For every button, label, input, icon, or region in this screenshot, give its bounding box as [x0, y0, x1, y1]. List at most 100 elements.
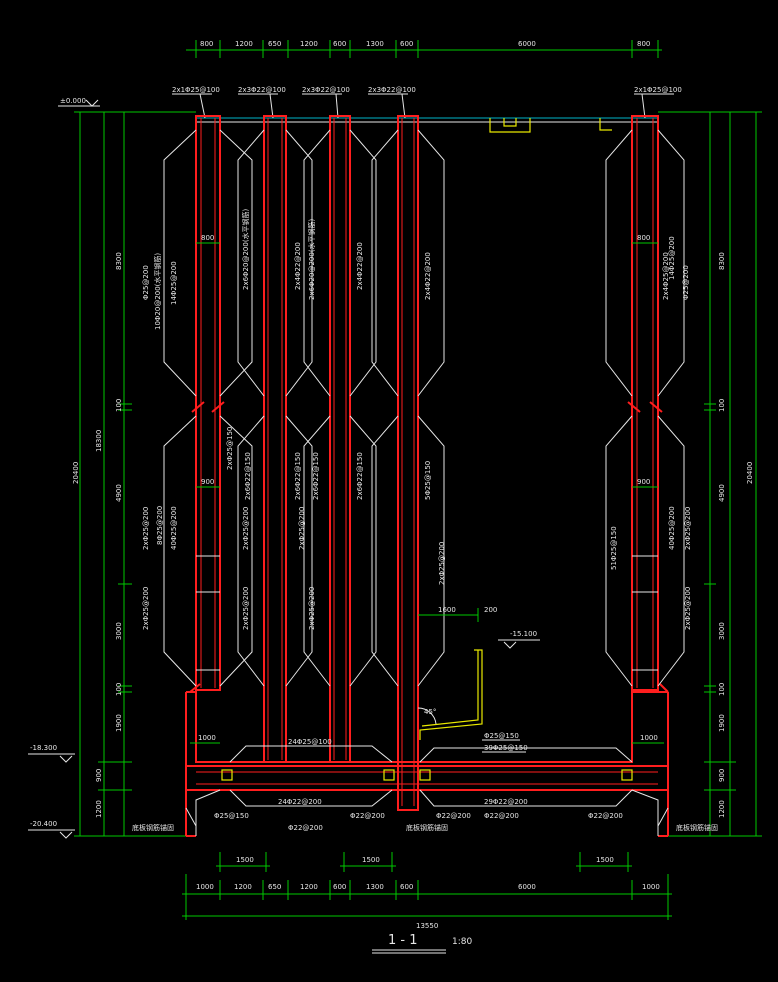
level-mark: -18.300 — [30, 744, 57, 752]
slab-labels: 24Φ25@100 Φ25@150 39Φ25@150 24Φ22@200 29… — [132, 732, 718, 832]
bottom-dim: 1200 — [234, 883, 252, 891]
rebar-label: 5Φ25@150 — [424, 461, 432, 500]
rebar-label: 2xΦ25@200 — [438, 542, 446, 585]
rebar-label: 40Φ25@200 — [668, 506, 676, 550]
slab-label: 29Φ22@200 — [484, 798, 528, 806]
side-note: 底板钢筋锚固 — [676, 823, 718, 832]
vertical-dim: 1200 — [95, 800, 103, 818]
total-dim: 13550 — [416, 922, 438, 930]
vertical-dim: 100 — [718, 683, 726, 696]
side-note: 底板钢筋锚固 — [132, 823, 174, 832]
rebar-label: 2x6Φ22@150 — [244, 452, 252, 500]
rebar-label: 2xΦ25@150 — [226, 427, 234, 470]
rebar-label: 2x6Φ20@200(水平钢筋) — [241, 208, 250, 290]
top-rebar-labels: 2x1Φ25@100 2x3Φ22@100 2x3Φ22@100 2x3Φ22@… — [172, 86, 682, 119]
rebar-label: 2xΦ25@200 — [684, 587, 692, 630]
rebar-label: 40Φ25@200 — [170, 506, 178, 550]
slab-label: Φ25@150 — [484, 732, 519, 740]
slab-label: Φ22@200 — [436, 812, 471, 820]
rebar-label: 2x4Φ22@200 — [356, 242, 364, 290]
rebar-label: 14Φ25@200 — [170, 261, 178, 305]
rebar-cage-outlines — [163, 129, 685, 687]
rebar-label: 2xΦ25@200 — [298, 507, 306, 550]
vertical-dim: 1900 — [718, 714, 726, 732]
vertical-dim: 1200 — [718, 800, 726, 818]
rebar-label: 2x6Φ22@150 — [294, 452, 302, 500]
lower-dim: 1500 — [596, 856, 614, 864]
width-mark: 800 — [637, 234, 650, 242]
rebar-label: 2xΦ25@200 — [142, 507, 150, 550]
top-dim: 1200 — [235, 40, 253, 48]
slab-label: Φ22@200 — [588, 812, 623, 820]
bottom-dim: 600 — [333, 883, 346, 891]
wall-rebar-labels: Φ25@200 10Φ20@200(水平钢筋) 14Φ25@200 2x6Φ20… — [142, 208, 692, 630]
section-scale: 1:80 — [452, 937, 472, 947]
slab-label: 39Φ25@150 — [484, 744, 528, 752]
bottom-dim: 1000 — [642, 883, 660, 891]
rebar-label: 2x4Φ25@200 — [662, 252, 670, 300]
bottom-dim: 650 — [268, 883, 281, 891]
slab-label: 24Φ25@100 — [288, 738, 332, 746]
elevation-mark: -15.100 — [510, 630, 537, 638]
rebar-label: 2xΦ25@200 — [684, 507, 692, 550]
width-mark: 900 — [201, 478, 214, 486]
bottom-dim: 1200 — [300, 883, 318, 891]
vertical-dim: 4900 — [718, 484, 726, 502]
rebar-label: 10Φ20@200(水平钢筋) — [153, 253, 162, 330]
vertical-dim: 20400 — [72, 462, 80, 484]
rebar-label: 2x4Φ22@200 — [424, 252, 432, 300]
bottom-dimension-line: 1000 1200 650 1200 600 1300 600 6000 100… — [182, 874, 672, 930]
vertical-dim: 4900 — [115, 484, 123, 502]
rebar-label: 51Φ25@150 — [610, 526, 618, 570]
bottom-dim: 600 — [400, 883, 413, 891]
rebar-label: 2x3Φ22@100 — [238, 86, 286, 94]
top-dim: 800 — [200, 40, 213, 48]
width-mark: 900 — [637, 478, 650, 486]
width-mark: 1000 — [198, 734, 216, 742]
rebar-label: 14Φ25@200 — [668, 236, 676, 280]
rebar-label: 2x1Φ25@100 — [634, 86, 682, 94]
section-title-block: 1 - 1 1:80 — [372, 933, 472, 954]
rebar-label: Φ25@200 — [142, 265, 150, 300]
top-dim: 800 — [637, 40, 650, 48]
bottom-dim: 1000 — [196, 883, 214, 891]
inner-details: -15.100 45° — [417, 630, 540, 740]
lower-dim: 1500 — [236, 856, 254, 864]
right-vertical-dims: 8300 100 4900 3000 100 1900 900 1200 204… — [658, 111, 762, 837]
rebar-label: 2x3Φ22@100 — [302, 86, 350, 94]
top-slab — [196, 117, 658, 133]
rebar-label: 2xΦ25@200 — [142, 587, 150, 630]
vertical-dim: 100 — [115, 399, 123, 412]
vertical-dim: 18300 — [95, 430, 103, 452]
rebar-label: 8Φ25@200 — [156, 506, 164, 545]
rebar-label: 2xΦ25@200 — [242, 587, 250, 630]
top-dim: 1300 — [366, 40, 384, 48]
rebar-label: 2xΦ25@200 — [308, 587, 316, 630]
angle-mark: 45° — [424, 708, 436, 716]
section-title: 1 - 1 — [388, 933, 418, 948]
slab-label: Φ22@200 — [288, 824, 323, 832]
vertical-dim: 3000 — [115, 622, 123, 640]
width-mark: 1600 — [438, 606, 456, 614]
width-mark: 1000 — [640, 734, 658, 742]
slab-label: 24Φ22@200 — [278, 798, 322, 806]
lower-dim: 1500 — [362, 856, 380, 864]
bottom-dim: 6000 — [518, 883, 536, 891]
slab-label: Φ22@200 — [484, 812, 519, 820]
level-mark: ±0.000 — [60, 97, 86, 105]
rebar-label: 2xΦ25@200 — [242, 507, 250, 550]
top-dim: 600 — [333, 40, 346, 48]
vertical-dim: 8300 — [718, 252, 726, 270]
top-dim: 650 — [268, 40, 281, 48]
slab-label: Φ25@150 — [214, 812, 249, 820]
left-levels: ±0.000 -18.300 -20.400 — [28, 97, 100, 839]
top-dim: 1200 — [300, 40, 318, 48]
bottom-dim: 1300 — [366, 883, 384, 891]
rebar-label: 2x6Φ20@200(水平钢筋) — [307, 218, 316, 300]
vertical-dim: 900 — [95, 769, 103, 782]
lower-dims: 1500 1500 1500 — [216, 852, 632, 872]
rebar-label: 2x1Φ25@100 — [172, 86, 220, 94]
vertical-dim: 20400 — [746, 462, 754, 484]
